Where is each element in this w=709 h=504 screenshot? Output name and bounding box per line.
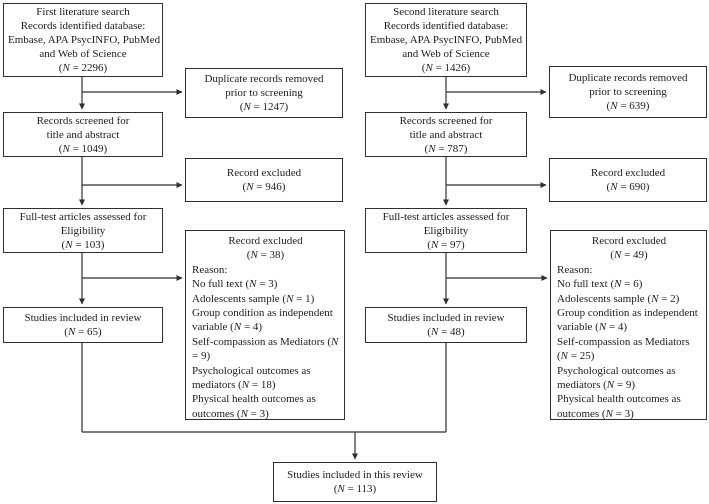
exclusion-reason-line: Self-compassion as Mediators (N = 9) <box>192 335 339 363</box>
box-line: (N = 639) <box>606 100 650 112</box>
box-duplicates-removed-left: Duplicate records removed prior to screen… <box>185 68 343 118</box>
exclusion-reason-line: Psychological outcomes as mediators (N =… <box>192 364 311 392</box>
box-line: and Web of Science <box>402 48 490 60</box>
box-line: Eligibility <box>60 224 106 237</box>
box-duplicates-removed-right: Duplicate records removed prior to screen… <box>549 66 707 118</box>
box-line: (N = 38) <box>246 249 285 262</box>
box-line: First literature search <box>36 6 130 18</box>
box-excluded-reasons-right: Record excluded (N = 49) Reason: No full te… <box>550 230 707 420</box>
box-line: Records identified database: <box>383 20 509 32</box>
exclusion-reason-line: Physical health outcomes as outcomes (N … <box>192 393 316 420</box>
box-line: prior to screening <box>225 87 303 99</box>
box-line: (N = 2296) <box>58 62 108 74</box>
exclusion-reason-line: Physical health outcomes as outcomes (N … <box>557 393 681 420</box>
box-studies-included-final: Studies included in this review (N = 113) <box>273 462 437 502</box>
box-line: Duplicate records removed <box>568 72 688 84</box>
box-line: (N = 49) <box>610 249 648 262</box>
exclusion-reason-line: Reason: <box>192 263 228 276</box>
exclusion-reason-line: Group condition as independent variable … <box>192 307 333 334</box>
box-excluded-reasons-left: Record excluded (N = 38) Reason: No full te… <box>185 230 345 420</box>
box-line: title and abstract <box>46 128 120 141</box>
box-line: Records screened for <box>399 114 493 127</box>
exclusion-reason-line: No full text (N = 3) <box>192 278 278 291</box>
box-studies-included-right: Studies included in review (N = 48) <box>365 307 527 343</box>
exclusion-reason-line: Group condition as independent variable … <box>557 307 698 334</box>
box-line: (N = 97) <box>427 238 465 251</box>
box-line: (N = 1049) <box>58 142 108 155</box>
box-line: Records identified database: <box>20 20 146 32</box>
box-line: Eligibility <box>423 224 469 237</box>
box-line: (N = 113) <box>333 483 377 495</box>
box-line: Full-test articles assessed for <box>19 210 147 223</box>
box-line: Second literature search <box>393 6 499 18</box>
box-line: (N = 103) <box>61 238 105 251</box>
box-line: Full-test articles assessed for <box>382 210 510 223</box>
box-line: Studies included in this review <box>287 469 423 481</box>
box-line: (N = 787) <box>424 142 468 155</box>
box-line: (N = 946) <box>242 181 286 193</box>
box-line: Studies included in review <box>387 312 505 324</box>
box-line: (N = 690) <box>606 181 650 193</box>
box-line: Embase, APA PsycINFO, PubMed <box>370 34 523 46</box>
box-line: prior to screening <box>589 86 667 98</box>
exclusion-reason-line: Self-compassion as Mediators (N = 25) <box>557 335 690 363</box>
box-record-excluded-left: Record excluded (N = 946) <box>185 158 343 202</box>
box-line: (N = 1426) <box>421 62 471 74</box>
box-line: Record excluded <box>590 167 666 179</box>
exclusion-reason-line: Reason: <box>557 263 593 276</box>
box-line: Record excluded <box>226 167 302 179</box>
box-line: (N = 65) <box>64 326 102 338</box>
box-record-excluded-right: Record excluded (N = 690) <box>549 158 707 202</box>
box-line: title and abstract <box>409 128 483 141</box>
exclusion-reason-line: Adolescents sample (N = 1) <box>192 292 315 305</box>
box-line: Records screened for <box>36 114 130 127</box>
box-line: and Web of Science <box>39 48 127 60</box>
exclusion-reason-line: No full text (N = 6) <box>557 278 643 291</box>
box-line: Record excluded <box>228 235 303 247</box>
box-line: (N = 1247) <box>239 101 289 113</box>
box-line: Duplicate records removed <box>204 73 324 85</box>
exclusion-reason-line: Psychological outcomes as mediators (N =… <box>557 364 676 392</box>
box-line: Embase, APA PsycINFO, PubMed <box>8 34 161 46</box>
exclusion-reason-line: Adolescents sample (N = 2) <box>557 292 680 305</box>
box-line: Studies included in review <box>24 312 142 324</box>
box-line: Record excluded <box>591 235 667 247</box>
box-studies-included-left: Studies included in review (N = 65) <box>3 307 163 343</box>
box-line: (N = 48) <box>427 326 465 338</box>
